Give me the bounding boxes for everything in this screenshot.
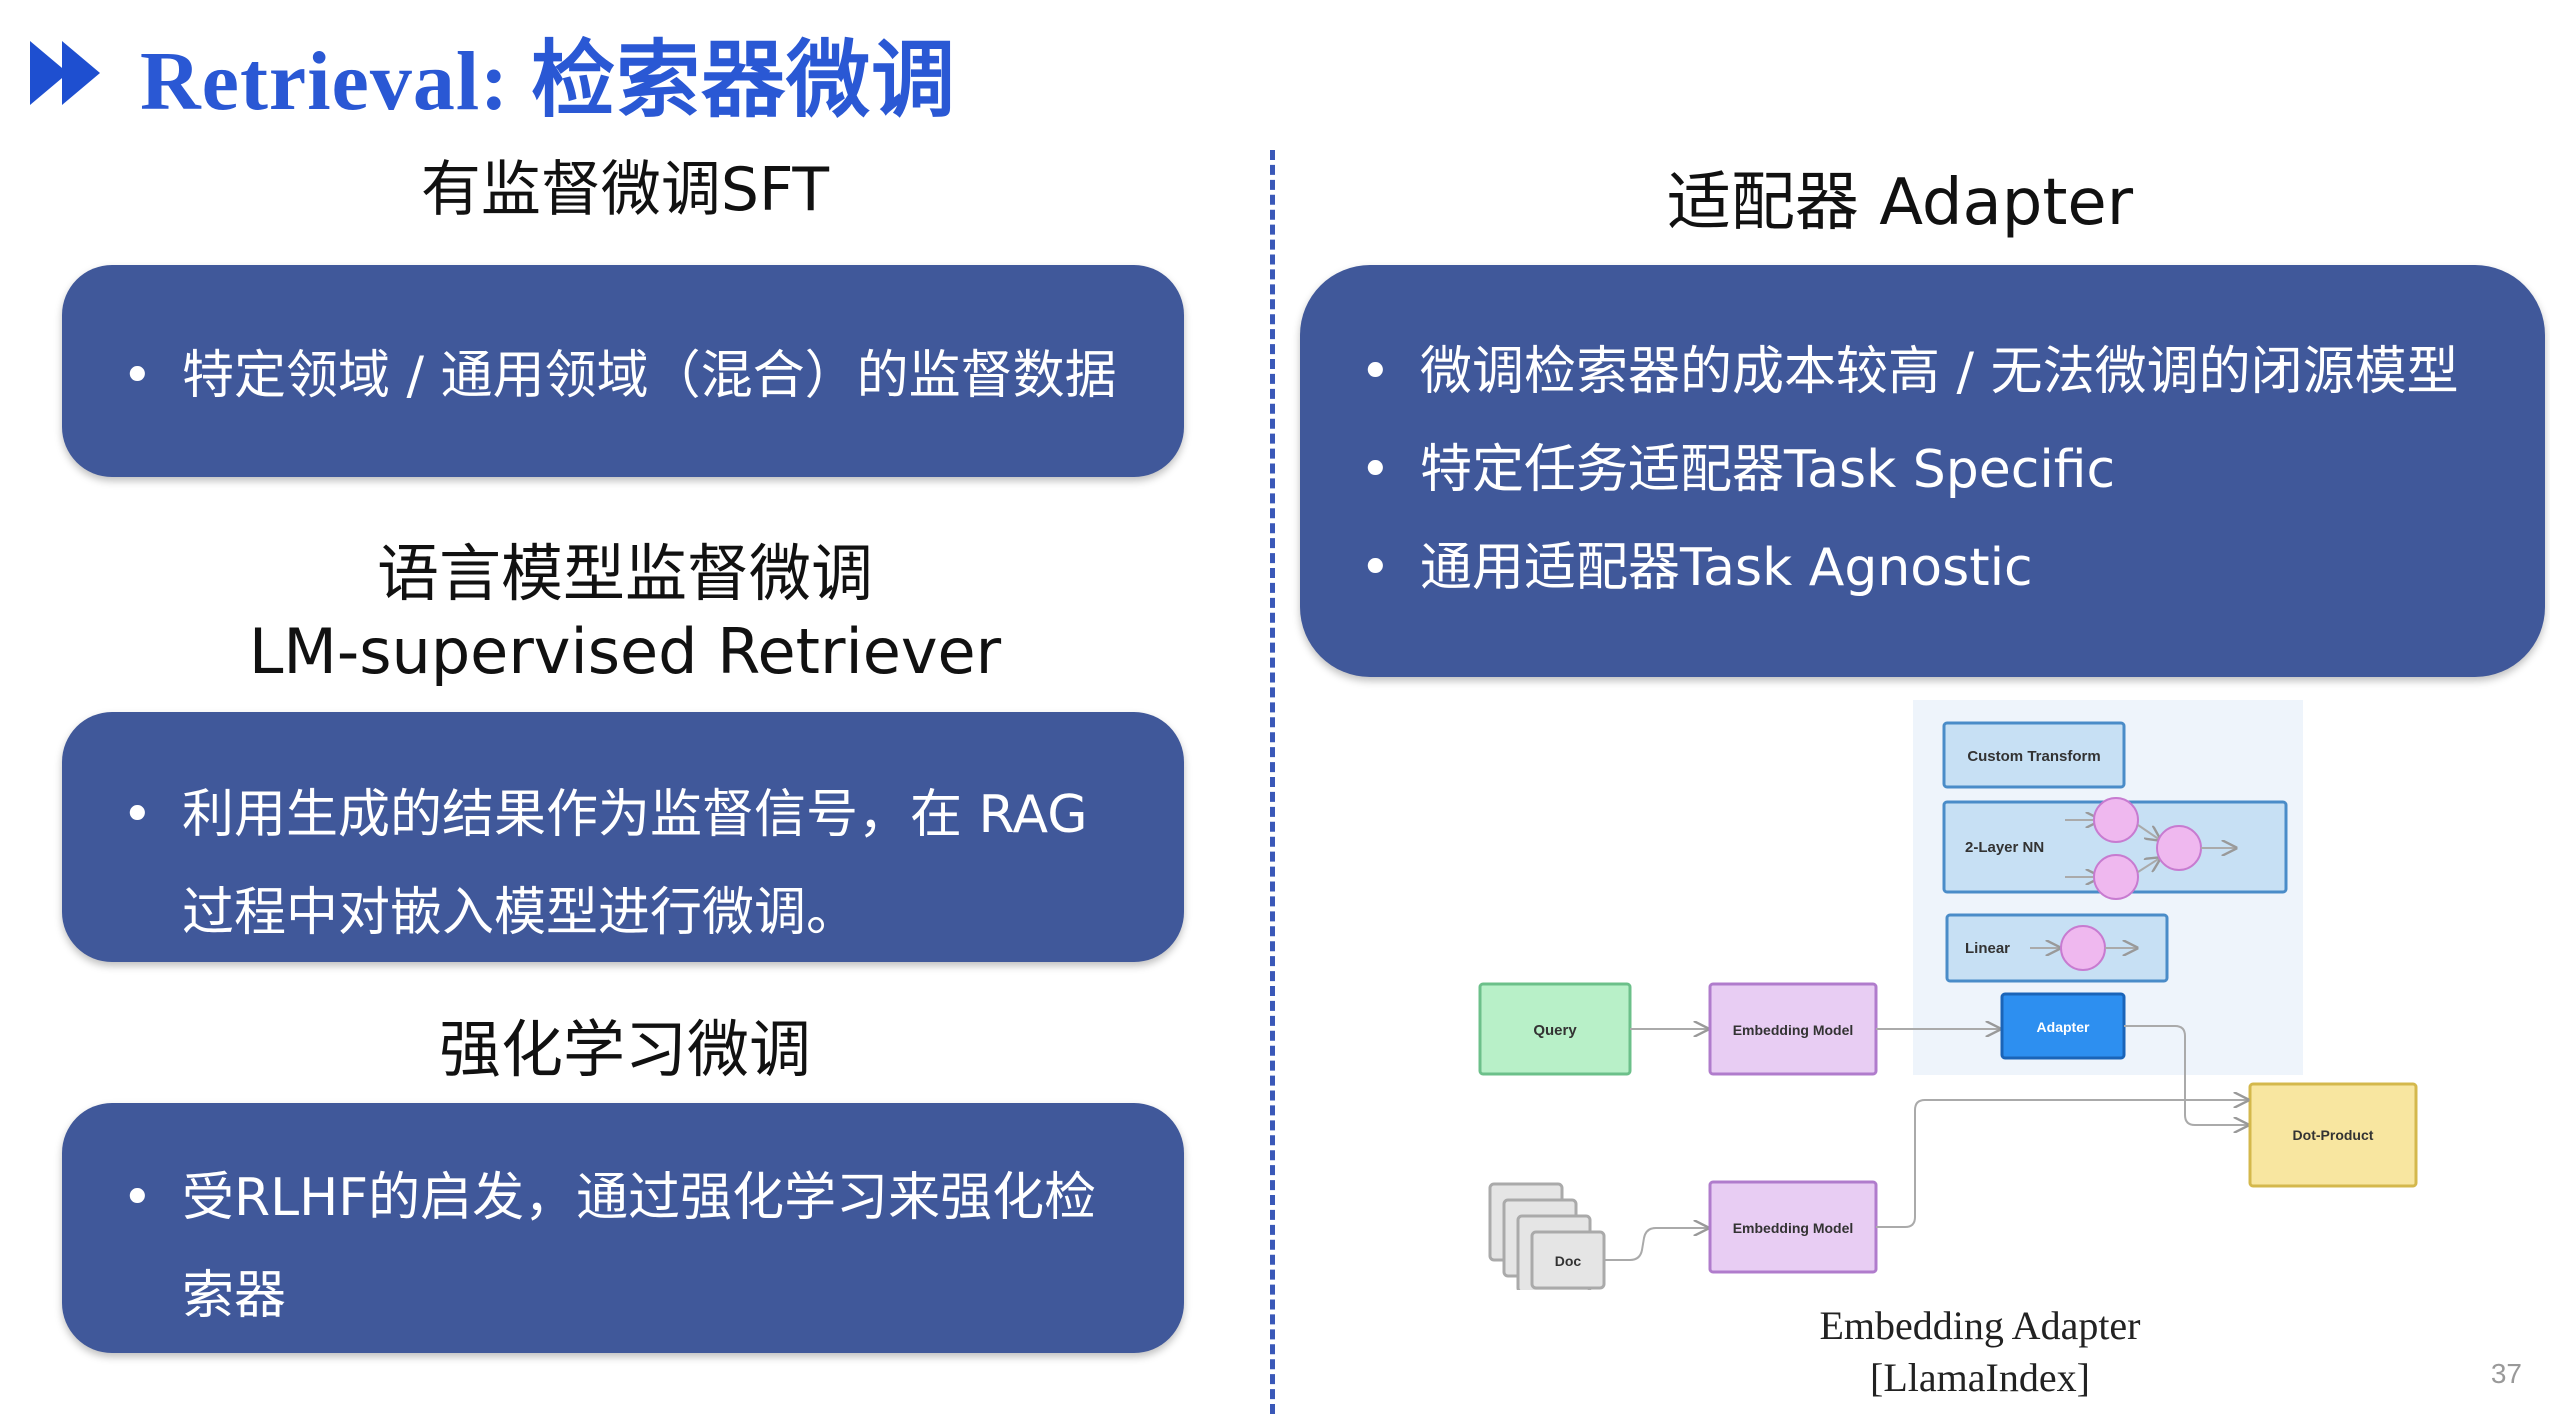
adapter-to-dot-arrow	[2124, 1025, 2248, 1125]
bullet-text: 通用适配器Task Agnostic	[1420, 538, 2033, 598]
column-divider	[1270, 150, 1275, 1414]
linear-label: Linear	[1965, 940, 2010, 957]
doc-label: Doc	[1555, 1253, 1582, 1269]
custom-transform-box	[1942, 721, 2126, 789]
bullet-text: 特定领域 / 通用领域（混合）的监督数据	[182, 346, 1117, 406]
rl-box: • 受RLHF的启发，通过强化学习来强化检索器	[62, 1103, 1184, 1353]
bullet-text: 利用生成的结果作为监督信号，在 RAG 过程中对嵌入模型进行微调。	[182, 785, 1088, 943]
lm-heading: 语言模型监督微调 LM-supervised Retriever	[60, 535, 1190, 691]
embedding-adapter-diagram: Custom Transform 2-Layer NN Linear Query…	[1478, 700, 2418, 1290]
list-item: • 受RLHF的启发，通过强化学习来强化检索器	[92, 1149, 1112, 1345]
nn-arrow-3	[2137, 824, 2160, 840]
embedding-model-label-2: Embedding Model	[1733, 1220, 1854, 1236]
embedding2-to-dot-arrow	[1876, 1100, 2248, 1228]
nn-node-1	[2093, 797, 2139, 843]
linear-node	[2060, 925, 2106, 971]
list-item: • 利用生成的结果作为监督信号，在 RAG 过程中对嵌入模型进行微调。	[92, 766, 1112, 962]
slide-title-row: Retrieval: 检索器微调	[30, 18, 956, 128]
adapter-node-label: Adapter	[2037, 1019, 2090, 1035]
lm-bullet-list: • 利用生成的结果作为监督信号，在 RAG 过程中对嵌入模型进行微调。	[92, 766, 1112, 962]
rl-bullet-list: • 受RLHF的启发，通过强化学习来强化检索器	[92, 1149, 1112, 1345]
doc-to-embedding-arrow	[1604, 1228, 1708, 1261]
page-number: 37	[2490, 1358, 2522, 1389]
query-label: Query	[1533, 1022, 1577, 1039]
bullet-dot: •	[122, 1168, 153, 1228]
two-layer-nn-label: 2-Layer NN	[1965, 839, 2044, 856]
rl-heading: 强化学习微调	[438, 1013, 811, 1086]
sft-box: • 特定领域 / 通用领域（混合）的监督数据	[62, 265, 1184, 477]
lm-box: • 利用生成的结果作为监督信号，在 RAG 过程中对嵌入模型进行微调。	[62, 712, 1184, 962]
play-icon-second	[62, 41, 100, 105]
sft-bullet-list: • 特定领域 / 通用领域（混合）的监督数据	[92, 345, 1117, 407]
bullet-dot: •	[122, 785, 153, 845]
adapter-box: • 微调检索器的成本较高 / 无法微调的闭源模型 • 特定任务适配器Task S…	[1300, 265, 2545, 677]
dot-product-box	[2248, 1082, 2418, 1188]
bullet-text: 特定任务适配器Task Specific	[1420, 440, 2116, 500]
nn-node-3	[2156, 825, 2202, 871]
list-item: • 通用适配器Task Agnostic	[1330, 519, 2459, 617]
bullet-text: 受RLHF的启发，通过强化学习来强化检索器	[182, 1168, 1097, 1326]
caption-line1: Embedding Adapter	[1819, 1303, 2141, 1348]
list-item: • 微调检索器的成本较高 / 无法微调的闭源模型	[1330, 323, 2459, 421]
custom-transform-label: Custom Transform	[1967, 748, 2100, 765]
bullet-dot: •	[122, 346, 153, 406]
play-icon	[30, 41, 68, 105]
bullet-dot: •	[1360, 342, 1391, 402]
dot-product-label: Dot-Product	[2293, 1127, 2374, 1143]
diagram-caption: Embedding Adapter [LlamaIndex]	[1700, 1300, 2260, 1404]
nn-node-2	[2093, 854, 2139, 900]
caption-line2: [LlamaIndex]	[1870, 1355, 2090, 1400]
bullet-dot: •	[1360, 440, 1391, 500]
lm-heading-line1: 语言模型监督微调	[376, 537, 873, 610]
lm-heading-line2: LM-supervised Retriever	[248, 615, 1002, 688]
embedding-model-label-1: Embedding Model	[1733, 1022, 1854, 1038]
bullet-text: 微调检索器的成本较高 / 无法微调的闭源模型	[1420, 342, 2459, 402]
sft-heading: 有监督微调SFT	[420, 155, 830, 225]
nn-arrow-4	[2137, 858, 2160, 873]
list-item: • 特定任务适配器Task Specific	[1330, 421, 2459, 519]
slide-title: Retrieval: 检索器微调	[140, 34, 957, 128]
bullet-dot: •	[1360, 538, 1391, 598]
adapter-bullet-list: • 微调检索器的成本较高 / 无法微调的闭源模型 • 特定任务适配器Task S…	[1330, 323, 2459, 617]
adapter-heading: 适配器 Adapter	[1666, 166, 2134, 240]
list-item: • 特定领域 / 通用领域（混合）的监督数据	[92, 345, 1117, 407]
